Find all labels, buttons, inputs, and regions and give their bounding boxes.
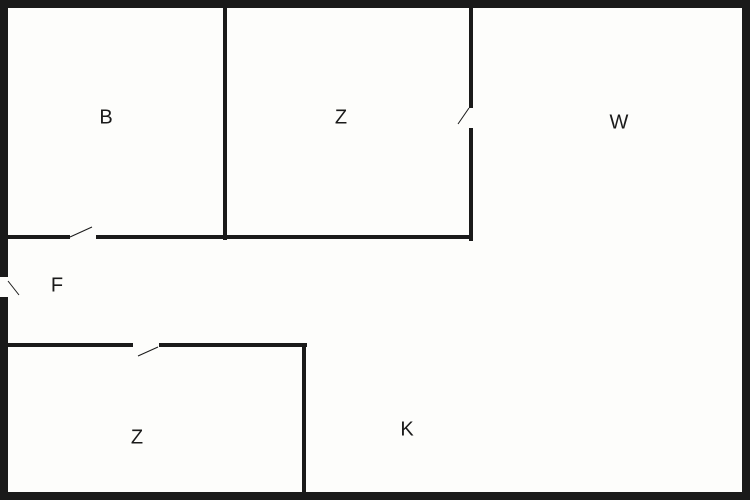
door-leaf-entrance [7,280,20,296]
door-leaf-z-top [457,107,470,125]
door-leaf-z-bottom [137,346,159,357]
room-label-z-top: Z [335,106,347,128]
room-label-f: F [51,274,63,296]
room-label-z-bottom: Z [131,426,143,448]
room-label-k: K [400,418,414,440]
room-label-w: W [610,111,629,133]
door-leaf-b [69,226,93,238]
room-label-b: B [99,106,112,128]
